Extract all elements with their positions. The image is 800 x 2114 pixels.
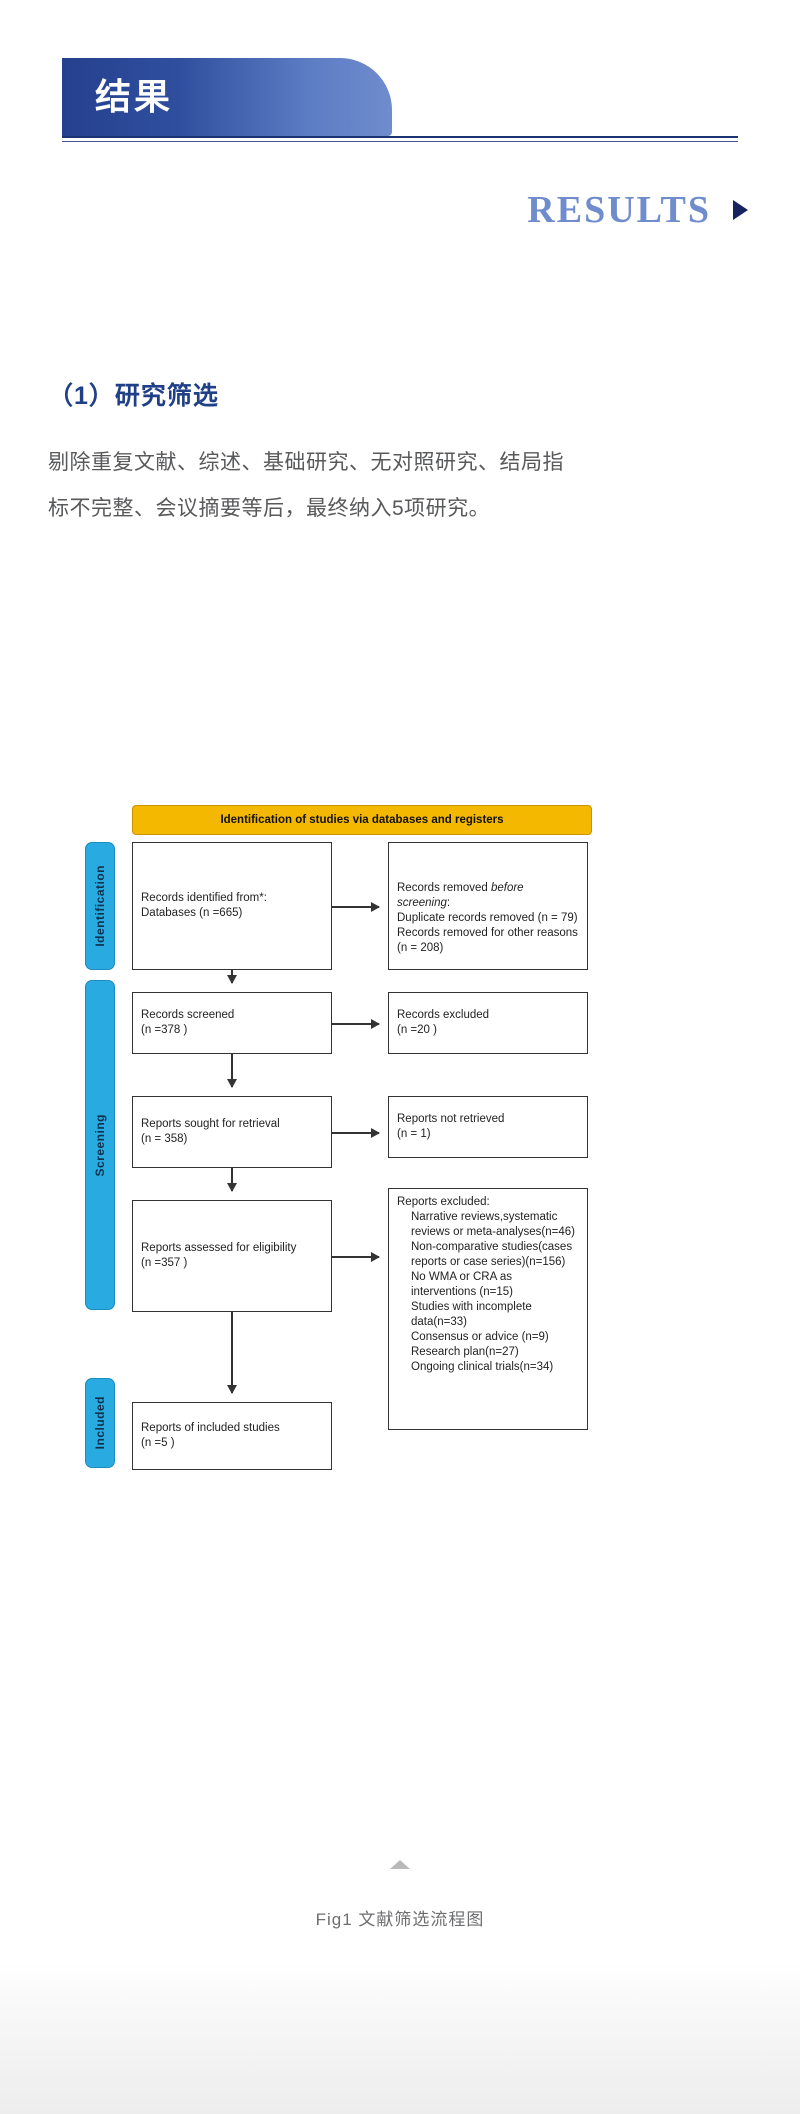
list-item: No WMA or CRA as interventions (n=15) [411,1271,513,1298]
reports-included-line2: (n =5 ) [141,1437,175,1449]
banner-shape [62,58,392,136]
arrow-assessed-to-included [227,1312,236,1394]
box-reports-assessed: Reports assessed for eligibility (n =357… [132,1200,332,1312]
reports-not-retrieved-line1: Reports not retrieved [397,1113,505,1125]
arrow-identified-to-removed [332,902,380,911]
reports-excluded-title: Reports excluded: [397,1196,490,1208]
reports-included-line1: Reports of included studies [141,1422,280,1434]
figure-caption: Fig1 文献筛选流程图 [315,1910,485,1929]
arrow-sought-to-not-retrieved [332,1128,380,1137]
reports-assessed-line2: (n =357 ) [141,1257,188,1269]
records-screened-line1: Records screened [141,1009,235,1021]
records-screened-line2: (n =378 ) [141,1024,188,1036]
box-reports-sought: Reports sought for retrieval (n = 358) [132,1096,332,1168]
reports-sought-line1: Reports sought for retrieval [141,1118,280,1130]
records-removed-line1: Records removed before [397,881,579,896]
up-triangle-icon[interactable] [390,1860,410,1869]
records-identified-line2: Databases (n =665) [141,907,243,919]
phase-label-identification: Identification [85,842,115,970]
section-heading: （1）研究筛选 [48,382,219,410]
box-records-excluded: Records excluded (n =20 ) [388,992,588,1054]
arrow-sought-to-assessed [227,1168,236,1192]
list-item: Studies with incomplete data(n=33) [411,1301,532,1328]
box-records-identified: Records identified from*: Databases (n =… [132,842,332,970]
results-heading-row: RESULTS [0,188,800,232]
list-item: Narrative reviews,systematic reviews or … [411,1211,575,1238]
phase-identification-text: Identification [93,865,107,947]
box-reports-excluded: Reports excluded: Narrative reviews,syst… [388,1188,588,1430]
reports-assessed-line1: Reports assessed for eligibility [141,1242,297,1254]
phase-label-screening: Screening [85,980,115,1310]
right-triangle-icon [733,200,748,220]
phase-label-included: Included [85,1378,115,1468]
box-records-screened: Records screened (n =378 ) [132,992,332,1054]
collapse-control[interactable] [0,1860,800,1869]
records-excluded-line2: (n =20 ) [397,1024,437,1036]
box-reports-included: Reports of included studies (n =5 ) [132,1402,332,1470]
records-removed-screening-em: screening [397,897,447,909]
reports-sought-line2: (n = 358) [141,1133,188,1145]
results-heading: RESULTS [527,189,711,231]
box-reports-not-retrieved: Reports not retrieved (n = 1) [388,1096,588,1158]
page-bottom-gradient [0,1960,800,2114]
flow-banner-title: Identification of studies via databases … [132,805,592,835]
records-removed-line4: Records removed for other reasons (n = 2… [397,927,578,954]
records-excluded-line1: Records excluded [397,1009,490,1021]
reports-excluded-list: Narrative reviews,systematic reviews or … [397,1210,579,1375]
banner-title: 结果 [95,77,174,117]
phase-included-text: Included [93,1396,107,1450]
records-identified-line1: Records identified from*: [141,892,267,904]
list-item: Ongoing clinical trials(n=34) [411,1361,554,1373]
reports-not-retrieved-line2: (n = 1) [397,1128,431,1140]
list-item: Research plan(n=27) [411,1346,519,1358]
section-paragraph: 剔除重复文献、综述、基础研究、无对照研究、结局指标不完整、会议摘要等后，最终纳入… [48,451,564,520]
arrow-screened-to-excluded [332,1019,380,1028]
records-removed-line3: Duplicate records removed (n = 79) [397,912,578,924]
records-removed-line2: screening: [397,896,579,911]
phase-screening-text: Screening [93,1113,107,1177]
records-removed-colon: : [446,897,451,909]
list-item: Non-comparative studies(cases reports or… [411,1241,573,1268]
arrow-identified-to-screened [227,970,236,984]
header-rule-secondary [62,141,738,142]
records-removed-before-em: before [490,882,524,894]
arrow-assessed-to-excluded [332,1252,380,1261]
prisma-flow-diagram: Identification of studies via databases … [40,790,760,1490]
arrow-screened-to-sought [227,1054,236,1088]
header-rule-primary [62,136,738,138]
records-removed-lead: Records removed [397,882,488,894]
header-banner: 结果 [0,58,800,138]
box-records-removed: Records removed before screening: Duplic… [388,842,588,970]
list-item: Consensus or advice (n=9) [411,1331,549,1343]
